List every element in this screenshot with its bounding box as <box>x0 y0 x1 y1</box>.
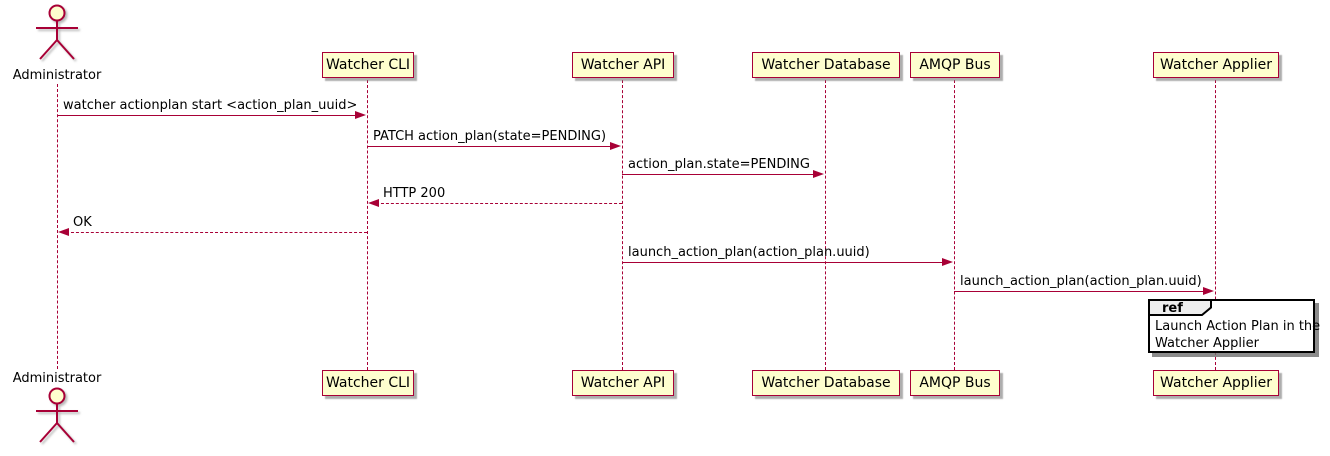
arrowhead-icon <box>368 199 379 207</box>
participant-box-top: Watcher CLI <box>322 52 414 78</box>
message-line <box>66 232 367 233</box>
arrowhead-icon <box>1203 287 1214 295</box>
participant-box-top: Watcher API <box>572 52 674 78</box>
message-label: launch_action_plan(action_plan.uuid) <box>960 274 1202 289</box>
arrowhead-icon <box>58 228 69 236</box>
arrowhead-icon <box>610 142 621 150</box>
participant-box-top: Watcher Database <box>752 52 900 78</box>
message-label: OK <box>73 215 92 230</box>
participant-box-top: Watcher Applier <box>1153 52 1279 78</box>
ref-keyword: ref <box>1162 301 1183 316</box>
message-line <box>376 203 622 204</box>
participant-box-top: AMQP Bus <box>910 52 1000 78</box>
message-line <box>57 115 358 116</box>
actor-label: Administrator <box>12 68 102 83</box>
lifeline-0 <box>367 80 368 370</box>
arrowhead-icon <box>942 258 953 266</box>
message-line <box>622 174 816 175</box>
arrowhead-icon <box>355 111 366 119</box>
participant-box-bottom: Watcher Applier <box>1153 370 1279 396</box>
message-label: action_plan.state=PENDING <box>628 157 810 172</box>
message-line <box>367 146 613 147</box>
ref-text-line2: Watcher Applier <box>1155 335 1259 351</box>
lifeline-administrator <box>57 84 58 369</box>
message-line <box>622 262 945 263</box>
message-label: watcher actionplan start <action_plan_uu… <box>63 98 358 113</box>
lifeline-1 <box>622 80 623 370</box>
participant-box-bottom: Watcher Database <box>752 370 900 396</box>
actor-label: Administrator <box>12 371 102 386</box>
actor-icon <box>36 4 78 60</box>
message-line <box>954 291 1206 292</box>
message-label: HTTP 200 <box>383 186 446 201</box>
ref-text: Launch Action Plan in the Watcher Applie… <box>1155 319 1320 352</box>
message-label: launch_action_plan(action_plan.uuid) <box>628 245 870 260</box>
participant-box-bottom: Watcher CLI <box>322 370 414 396</box>
message-label: PATCH action_plan(state=PENDING) <box>373 129 607 144</box>
actor-icon <box>36 387 78 443</box>
ref-header-shape <box>1148 299 1212 316</box>
lifeline-2 <box>825 80 826 370</box>
lifeline-3 <box>954 80 955 370</box>
participant-box-bottom: Watcher API <box>572 370 674 396</box>
ref-text-line1: Launch Action Plan in the <box>1155 319 1321 334</box>
participant-box-bottom: AMQP Bus <box>910 370 1000 396</box>
lifeline-4 <box>1215 80 1216 370</box>
arrowhead-icon <box>813 170 824 178</box>
ref-fragment: ref Launch Action Plan in the Watcher Ap… <box>1148 299 1320 353</box>
